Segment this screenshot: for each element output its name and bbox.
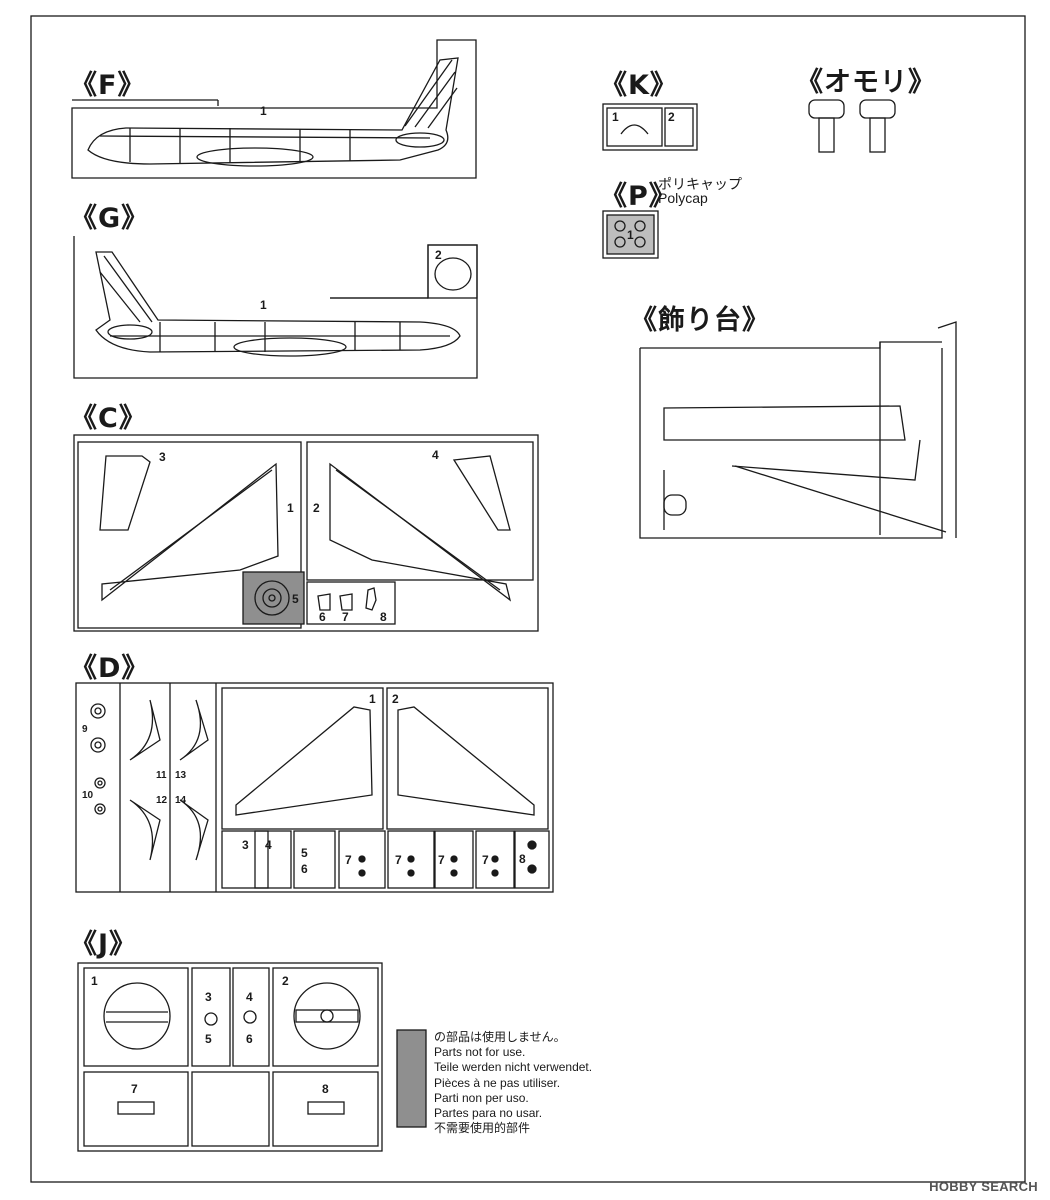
part-number: 2 xyxy=(668,110,675,124)
part-number: 1 xyxy=(260,298,267,312)
unused-parts-swatch xyxy=(396,1029,427,1128)
part-number: 1 xyxy=(260,104,267,118)
section-label-c: 《C》 xyxy=(70,403,147,434)
notice-line: Partes para no usar. xyxy=(434,1106,543,1121)
part-number: 8 xyxy=(322,1082,329,1096)
part-number: 12 xyxy=(156,795,168,806)
polycap-label-jp: ポリキャップ xyxy=(658,176,742,192)
notice-line: の部品は使用しません。 xyxy=(434,1030,566,1044)
part-number: 2 xyxy=(435,248,442,262)
part-number: 4 xyxy=(432,448,439,462)
section-label-weight: 《オモリ》 xyxy=(796,67,936,98)
section-label-j: 《J》 xyxy=(70,929,138,960)
part-number: 14 xyxy=(175,795,187,806)
runner-g xyxy=(73,236,478,379)
runner-stand xyxy=(639,321,957,539)
watermark: HOBBY SEARCH xyxy=(929,1179,1038,1194)
notice-line: Parti non per uso. xyxy=(434,1090,529,1105)
part-number: 2 xyxy=(282,974,289,988)
runner-c xyxy=(73,434,539,632)
part-number: 7 xyxy=(131,1082,138,1096)
part-number: 9 xyxy=(82,724,88,735)
part-number: 4 xyxy=(265,838,272,852)
part-number: 2 xyxy=(392,692,399,706)
part-number: 1 xyxy=(612,110,619,124)
weights xyxy=(808,99,896,153)
part-number: 5 xyxy=(301,846,308,860)
runner-d xyxy=(75,682,554,893)
part-number: 7 xyxy=(482,853,489,867)
part-number: 6 xyxy=(319,610,326,624)
part-number: 2 xyxy=(313,501,320,515)
part-number: 3 xyxy=(205,990,212,1004)
part-number: 5 xyxy=(292,592,299,606)
part-number: 7 xyxy=(395,853,402,867)
runner-j xyxy=(77,962,427,1152)
section-label-p: 《P》 xyxy=(600,181,677,212)
notice-line: Parts not for use. xyxy=(434,1045,526,1060)
part-number: 8 xyxy=(519,852,526,866)
part-number: 7 xyxy=(438,853,445,867)
part-number: 1 xyxy=(369,692,376,706)
unused-parts-notice: の部品は使用しません。 Parts not for use. Teile wer… xyxy=(434,1030,592,1136)
part-number: 7 xyxy=(342,610,349,624)
notice-line: Teile werden nicht verwendet. xyxy=(434,1060,593,1075)
part-number: 1 xyxy=(287,501,294,515)
page-border xyxy=(30,15,1026,1183)
part-number: 1 xyxy=(91,974,98,988)
part-number: 8 xyxy=(380,610,387,624)
part-number: 4 xyxy=(246,990,253,1004)
polycap-label-en: Polycap xyxy=(658,190,708,206)
runner-k xyxy=(602,103,698,151)
section-label-f: 《F》 xyxy=(70,70,146,101)
part-number: 13 xyxy=(175,770,187,781)
part-number: 3 xyxy=(159,450,166,464)
part-number: 6 xyxy=(301,862,308,876)
part-number: 10 xyxy=(82,790,94,801)
part-number: 1 xyxy=(627,228,634,242)
section-label-stand: 《飾り台》 xyxy=(630,305,770,336)
section-label-g: 《G》 xyxy=(70,203,150,234)
runner-p xyxy=(602,210,659,259)
part-number: 3 xyxy=(242,838,249,852)
section-label-k: 《K》 xyxy=(600,70,678,101)
part-number: 5 xyxy=(205,1032,212,1046)
notice-line: 不需要使用的部件 xyxy=(434,1121,531,1136)
part-number: 7 xyxy=(345,853,352,867)
runner-f xyxy=(71,39,477,179)
part-number: 11 xyxy=(156,770,167,781)
part-number: 6 xyxy=(246,1032,253,1046)
notice-line: Pièces à ne pas utiliser. xyxy=(434,1075,561,1090)
section-label-d: 《D》 xyxy=(70,653,150,684)
